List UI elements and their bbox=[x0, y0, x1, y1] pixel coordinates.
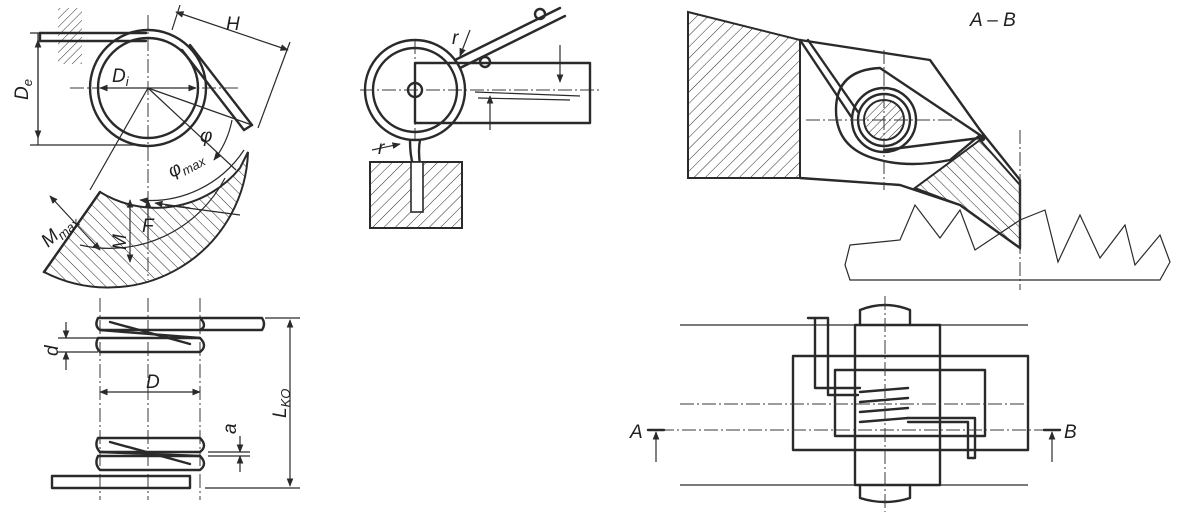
housing-hatch bbox=[687, 10, 801, 179]
label-r-top: r bbox=[452, 28, 459, 49]
label-d-wire: d bbox=[42, 344, 63, 356]
label-b-section: B bbox=[1064, 422, 1077, 443]
spring-front-view bbox=[30, 4, 291, 289]
label-m: M bbox=[110, 234, 131, 250]
label-lk0: LKO bbox=[270, 389, 293, 418]
label-d-mean: D bbox=[146, 372, 160, 393]
label-phi-max: φmax bbox=[164, 146, 208, 184]
spring-side-view bbox=[50, 298, 300, 500]
pawl-tip-hatch bbox=[912, 138, 1021, 250]
spring-mounting-detail bbox=[360, 6, 600, 229]
label-phi: φ bbox=[200, 126, 212, 147]
label-a-section: A bbox=[629, 422, 643, 443]
label-h: H bbox=[226, 14, 240, 35]
label-section-a-b: A – B bbox=[969, 10, 1016, 31]
assembly-top-view bbox=[646, 296, 1062, 512]
label-a: a bbox=[220, 423, 241, 434]
label-di: Di bbox=[112, 66, 130, 89]
label-f: F bbox=[142, 216, 155, 237]
label-de: De bbox=[12, 79, 35, 100]
moment-diagram bbox=[42, 151, 249, 289]
wall-hatch bbox=[58, 8, 82, 64]
labels: De H Di φ φmax Mmax M F d D a LKO r r A … bbox=[12, 10, 1077, 443]
section-a-b-view bbox=[687, 10, 1171, 290]
label-r-bottom: r bbox=[378, 138, 385, 159]
